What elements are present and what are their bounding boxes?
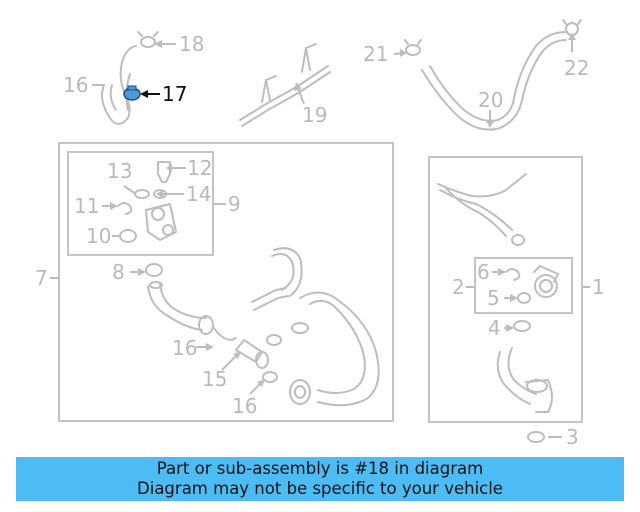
- callout-1: 1: [592, 275, 605, 299]
- clamp-19-drawing: [137, 31, 159, 48]
- callout-16-lower: 16: [232, 394, 257, 418]
- group-box-2: [474, 257, 573, 314]
- hose-assembly-1-drawing: [437, 173, 559, 443]
- group-box-1: [428, 156, 583, 423]
- callout-leaders: [50, 33, 590, 438]
- callout-7: 7: [35, 266, 48, 290]
- banner-line-part: Part or sub-assembly is #18 in diagram: [156, 459, 484, 478]
- callout-18[interactable]: 17: [162, 82, 187, 106]
- callout-9: 9: [228, 192, 241, 216]
- callout-21: 20: [478, 88, 503, 112]
- callout-19: 18: [179, 32, 204, 56]
- banner-line-disclaimer: Diagram may not be specific to your vehi…: [137, 479, 503, 498]
- hose-21-drawing: [421, 31, 567, 131]
- callout-14: 14: [186, 182, 211, 206]
- callout-20: 19: [302, 103, 327, 127]
- callout-labels: 16 18 17 19 21 22 20 7 9 13 12 14 11 10 …: [35, 32, 605, 449]
- pipe-bracket-20-drawing: [239, 43, 331, 127]
- info-banner: Part or sub-assembly is #18 in diagram D…: [16, 457, 624, 501]
- callout-5: 5: [487, 286, 500, 310]
- callout-22: 21: [363, 42, 388, 66]
- callout-8: 8: [112, 260, 125, 284]
- callout-6: 6: [477, 260, 490, 284]
- callout-13: 13: [107, 159, 132, 183]
- clamp-18-highlighted[interactable]: [123, 85, 141, 101]
- group-box-9: [67, 151, 214, 256]
- parts-diagram: 16 18 17 19 21 22 20 7 9 13 12 14 11 10 …: [35, 19, 605, 449]
- callout-11: 11: [74, 194, 99, 218]
- callout-4: 4: [488, 316, 501, 340]
- callout-23: 22: [564, 56, 589, 80]
- callout-15: 15: [202, 367, 227, 391]
- callout-17: 16: [63, 73, 88, 97]
- callout-16-upper: 16: [172, 336, 197, 360]
- callout-12: 12: [187, 156, 212, 180]
- hose-assembly-7-drawing: [145, 247, 380, 407]
- group-box-7: [58, 142, 394, 422]
- hose-17-drawing: [101, 45, 137, 125]
- clamp-22-drawing: [404, 39, 422, 56]
- callout-2: 2: [452, 275, 465, 299]
- callout-3: 3: [566, 425, 579, 449]
- callout-10: 10: [86, 224, 111, 248]
